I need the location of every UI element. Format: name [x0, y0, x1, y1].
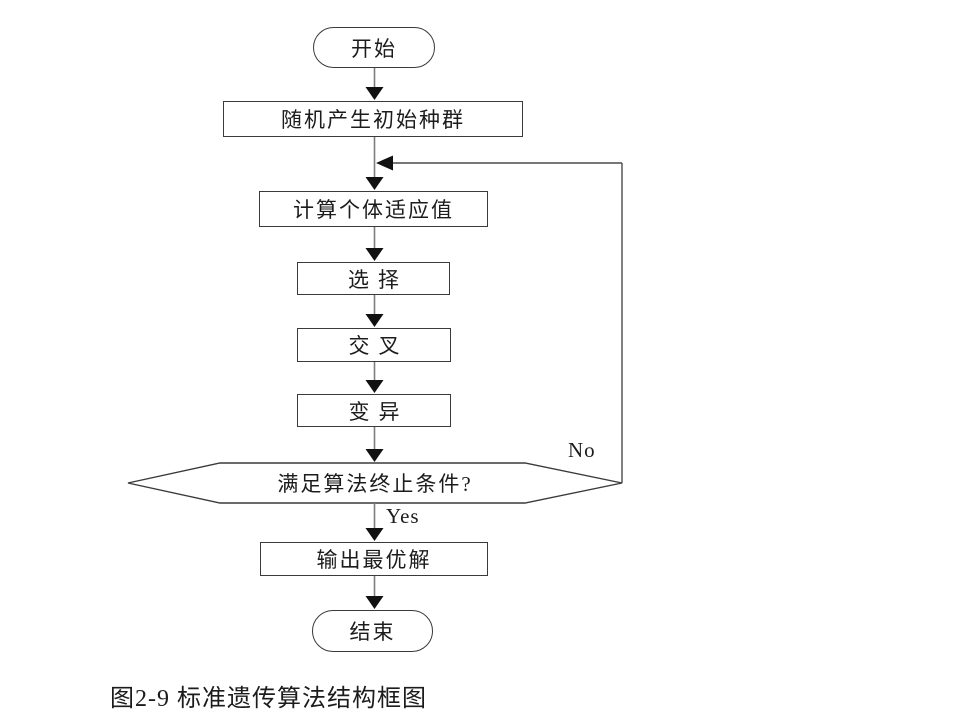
node-termination-condition: 满足算法终止条件? [128, 463, 622, 503]
node-mutation-label: 变异 [348, 399, 409, 424]
node-start: 开始 [313, 27, 435, 68]
node-start-label: 开始 [351, 36, 397, 61]
node-init-population: 随机产生初始种群 [223, 101, 523, 137]
arrowheads [365, 87, 393, 609]
node-end: 结束 [312, 610, 433, 652]
node-mutation: 变异 [297, 394, 451, 427]
edge-label-yes: Yes [386, 504, 420, 528]
node-output: 输出最优解 [260, 542, 488, 576]
node-output-label: 输出最优解 [316, 548, 432, 572]
node-init-population-label: 随机产生初始种群 [281, 108, 465, 132]
feedback-loop-line [390, 162, 623, 483]
node-crossover: 交叉 [297, 328, 451, 362]
node-fitness-label: 计算个体适应值 [293, 198, 454, 222]
figure-caption: 图2-9 标准遗传算法结构框图 [110, 686, 427, 712]
node-fitness: 计算个体适应值 [259, 191, 488, 227]
node-selection: 选择 [297, 262, 450, 295]
node-crossover-label: 交叉 [348, 334, 409, 358]
node-end-label: 结束 [349, 620, 396, 644]
node-selection-label: 选择 [348, 267, 408, 292]
edge-label-no: No [568, 438, 596, 462]
node-termination-condition-label: 满足算法终止条件? [277, 472, 473, 496]
